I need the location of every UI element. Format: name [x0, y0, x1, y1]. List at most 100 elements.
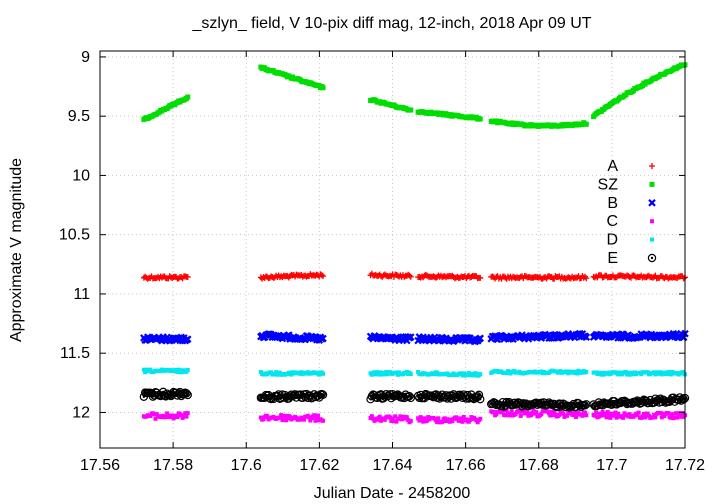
data-point [658, 410, 663, 415]
y-tick-label: 9.5 [68, 108, 90, 125]
data-point [282, 413, 287, 418]
data-point [666, 370, 671, 375]
data-point [583, 275, 590, 282]
legend-marker-a [649, 163, 655, 169]
data-point [500, 408, 505, 413]
data-point [574, 415, 579, 420]
x-tick-label: 17.64 [372, 457, 412, 474]
data-point [596, 414, 601, 419]
data-point [182, 389, 191, 398]
data-point [404, 415, 409, 420]
data-point [165, 411, 170, 416]
data-point [652, 412, 657, 417]
legend-marker-sz [649, 181, 655, 187]
data-point [552, 409, 557, 414]
legend-label-b: B [607, 195, 618, 212]
data-point [390, 416, 395, 421]
data-point [661, 411, 666, 416]
data-point [621, 415, 626, 420]
data-point [583, 121, 589, 127]
data-point [650, 415, 655, 420]
data-point [652, 370, 657, 375]
data-point [576, 368, 581, 373]
data-point [274, 370, 279, 375]
x-tick-label: 17.58 [153, 457, 193, 474]
data-point [531, 408, 536, 413]
data-point [180, 415, 185, 420]
data-point [568, 409, 573, 414]
data-point [416, 416, 421, 421]
data-point [382, 417, 387, 422]
data-point [369, 414, 374, 419]
data-point [461, 414, 466, 419]
data-point [378, 418, 383, 423]
data-point [460, 419, 465, 424]
data-point [605, 410, 610, 415]
data-point [612, 413, 617, 418]
data-point [627, 412, 632, 417]
x-tick-label: 17.56 [80, 457, 120, 474]
data-point [181, 413, 186, 418]
data-point [525, 410, 530, 415]
data-point [406, 418, 411, 423]
chart-title: _szlyn_ field, V 10-pix diff mag, 12-inc… [191, 15, 591, 32]
legend-label-a: A [607, 158, 618, 175]
series-c [141, 408, 687, 425]
data-point [680, 275, 687, 282]
y-tick-label: 9 [81, 49, 90, 66]
data-point [399, 417, 404, 422]
data-point [277, 415, 282, 420]
data-point [604, 415, 609, 420]
data-point [468, 417, 473, 422]
data-point [185, 94, 191, 100]
data-point [384, 370, 389, 375]
data-point [504, 408, 509, 413]
data-point [418, 415, 423, 420]
data-point [148, 414, 153, 419]
data-point [658, 370, 663, 375]
data-point [645, 411, 650, 416]
data-point [320, 85, 326, 91]
data-point [534, 410, 539, 415]
data-point [673, 411, 678, 416]
y-tick-label: 11 [73, 286, 90, 303]
data-point [426, 415, 431, 420]
series-a [140, 270, 688, 282]
data-point [143, 370, 148, 375]
legend-label-c: C [606, 213, 618, 230]
data-point [318, 272, 325, 279]
data-point [603, 411, 608, 416]
data-point [388, 415, 393, 420]
series-e [139, 387, 690, 412]
data-point [435, 420, 440, 425]
data-point [565, 413, 570, 418]
data-point [641, 411, 646, 416]
data-point [393, 414, 398, 419]
data-point [153, 416, 158, 421]
data-point [600, 409, 605, 414]
data-point [508, 413, 513, 418]
data-point [395, 372, 400, 377]
data-point [163, 414, 168, 419]
data-point [373, 372, 378, 377]
data-point [643, 415, 648, 420]
data-point [258, 415, 263, 420]
data-point [646, 413, 651, 418]
data-point [518, 413, 523, 418]
data-point [503, 413, 508, 418]
data-point [298, 417, 303, 422]
x-tick-label: 17.68 [519, 457, 559, 474]
data-point [623, 369, 628, 374]
data-point [152, 412, 157, 417]
data-point [672, 415, 677, 420]
data-point [680, 411, 685, 416]
data-point [407, 333, 415, 341]
series-d [141, 367, 687, 378]
data-point [170, 413, 175, 418]
data-point [277, 370, 282, 375]
data-point [442, 416, 447, 421]
data-point [457, 416, 462, 421]
data-point [307, 415, 312, 420]
